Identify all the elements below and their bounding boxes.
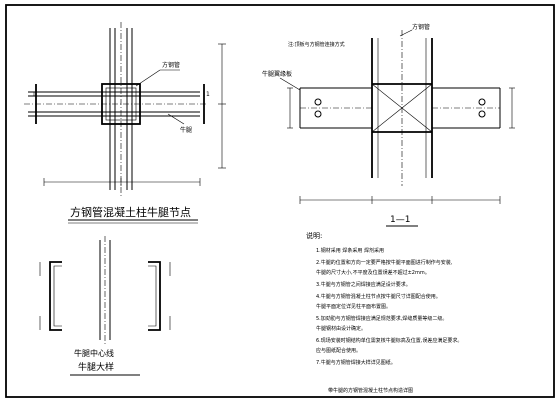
note-line: 牛腿钢材由设计确定。 <box>316 325 366 332</box>
note-line: 4.牛腿与方钢管混凝土柱节点按牛腿尺寸详图配合使用。 <box>316 293 441 300</box>
plan-view: 1 1 方钢管 牛腿 方钢管混凝土柱牛腿节点 <box>24 22 226 224</box>
detail-channel-left <box>49 261 62 331</box>
note-line: 6.现场安装时钢结构单位需复核牛腿标高及位置,误差应满足要求。 <box>316 337 462 344</box>
leader-line <box>399 29 413 37</box>
label-bracket-flange: 牛腿翼缘板 <box>262 70 292 78</box>
label-bracket: 牛腿 <box>180 126 192 134</box>
notes-heading: 说明: <box>306 231 322 240</box>
sheet-border <box>5 4 555 398</box>
leader-line <box>135 69 161 87</box>
label-steel-tube: 方钢管 <box>162 61 180 69</box>
note-line: 2.牛腿的位置和方向一定要严格按牛腿平面图进行制作与安装, <box>316 259 453 266</box>
detail-title-line1: 牛腿中心线 <box>74 348 114 358</box>
bolt-hole <box>478 110 486 118</box>
footer-caption: 带牛腿的方钢管混凝土柱节点构造详图 <box>328 387 413 394</box>
note-line: 应与图纸配合使用。 <box>316 347 361 354</box>
leader-line <box>279 77 301 91</box>
bolt-hole <box>478 98 486 106</box>
note-line: 5.加劲肋与方钢管焊接应满足规范要求,焊缝质量等级二级。 <box>316 315 447 322</box>
detail-channel-right-inner <box>148 265 157 327</box>
label-tube-top: 方钢管 <box>412 23 430 31</box>
note-line: 7.牛腿与方钢管焊接大样详见图纸。 <box>316 359 396 366</box>
detail-title-line2: 牛腿大样 <box>78 361 114 373</box>
detail-channel-left-inner <box>53 265 62 327</box>
section-mark-left: 1 <box>32 91 36 98</box>
section-mark-right: 1 <box>206 91 210 98</box>
bracket-detail-view: 牛腿中心线 牛腿大样 <box>39 236 171 376</box>
note-line: 3.牛腿与方钢管之间焊接应满足设计要求。 <box>316 281 411 288</box>
detail-channel-right <box>148 261 161 331</box>
section-view: 方钢管 注:顶板与方钢管连接方式 牛腿翼缘板 1—1 <box>262 23 515 227</box>
note-line: 1.钢材采用 焊条采用 焊剂采用 <box>316 247 384 254</box>
label-section-note: 注:顶板与方钢管连接方式 <box>288 41 345 48</box>
plan-title: 方钢管混凝土柱牛腿节点 <box>70 205 191 219</box>
leader-line <box>167 113 185 125</box>
notes-block: 说明: 1.钢材采用 焊条采用 焊剂采用 2.牛腿的位置和方向一定要严格按牛腿平… <box>306 231 462 366</box>
note-line: 牛腿平面定位详见柱平面布置图。 <box>316 303 391 310</box>
note-line: 牛腿的尺寸大小,不平度及位置误差不超过±2mm。 <box>316 269 430 276</box>
bolt-hole <box>314 98 322 106</box>
section-title: 1—1 <box>390 215 410 225</box>
bolt-hole <box>314 110 322 118</box>
